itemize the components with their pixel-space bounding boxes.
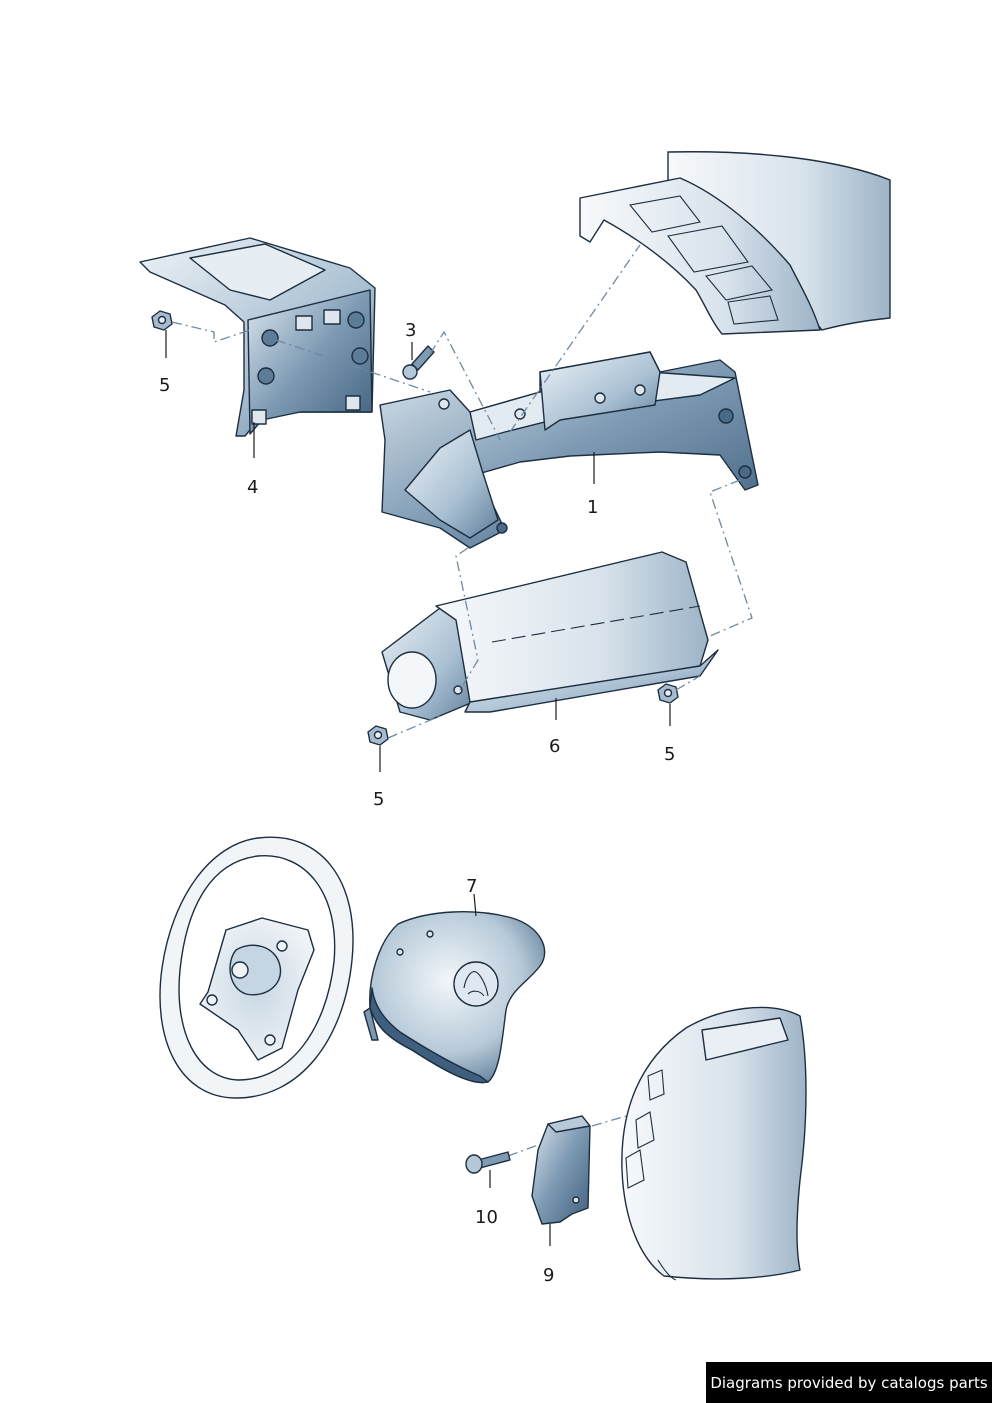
nut-part-5-right [657,683,679,704]
callout-7: 7 [466,876,477,897]
nut-part-5-bottom [367,725,389,746]
callout-3: 3 [405,320,416,341]
callout-5-left: 5 [159,375,170,396]
carrier-part-1 [379,351,759,549]
callout-9: 9 [543,1265,554,1286]
screw-part-10 [465,1151,511,1174]
driver-airbag-part-7 [363,911,546,1084]
passenger-airbag-part-6 [381,551,719,721]
callout-5-bottom: 5 [373,789,384,810]
seat-backrest [621,1006,807,1281]
callout-5-right: 5 [664,744,675,765]
footer-credit-text: Diagrams provided by catalogs parts [710,1373,988,1392]
assembly-dash-lines [171,244,753,1157]
leader-lines [165,330,671,1246]
callout-6: 6 [549,736,560,757]
callout-labels: 1 3 4 5 5 5 6 7 9 10 [159,320,675,1286]
callout-10: 10 [475,1207,498,1228]
footer-credit-bar: Diagrams provided by catalogs parts [706,1362,992,1403]
dashboard-panel [579,151,891,335]
bracket-part-4 [139,237,376,437]
side-airbag-part-9 [531,1115,591,1225]
steering-wheel [159,836,354,1099]
nut-part-5-left [151,310,173,331]
screw-part-3 [402,345,435,380]
callout-4: 4 [247,477,258,498]
callout-1: 1 [587,497,598,518]
